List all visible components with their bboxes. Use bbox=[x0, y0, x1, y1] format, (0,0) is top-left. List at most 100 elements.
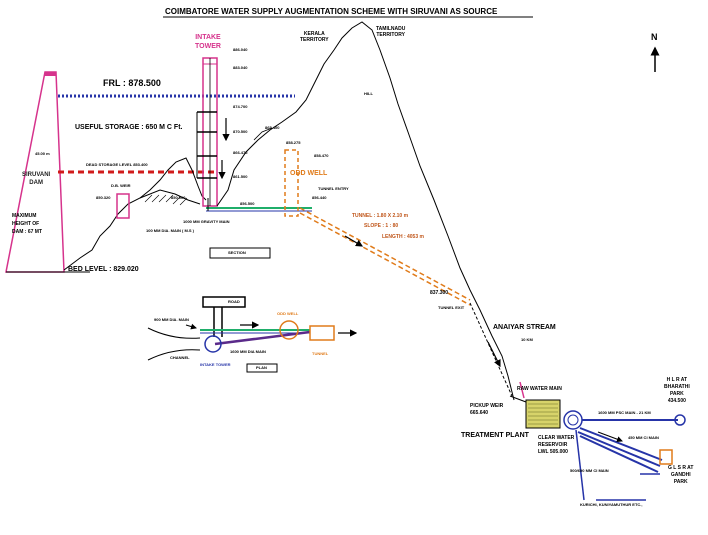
weir-level: 850.320 bbox=[96, 195, 111, 200]
level-856: 856.500 bbox=[240, 201, 255, 206]
hlr-circle bbox=[674, 414, 686, 426]
treatment-plant bbox=[525, 399, 561, 429]
odd-well-section bbox=[284, 149, 299, 217]
psc-main-label: 1600 MM PSC MAIN - 21 KM bbox=[598, 410, 651, 415]
plan-pipe-purple bbox=[214, 330, 311, 346]
plan-odd-well bbox=[279, 320, 299, 340]
clear-water-label: CLEAR WATER RESERVOIR LWL 505.000 bbox=[538, 436, 574, 455]
tunnel-exit-label: TUNNEL EXIT bbox=[438, 305, 465, 310]
hill-label: HILL bbox=[364, 91, 373, 96]
plan-dia-main2-label: 1600 MM DIA MAIN bbox=[230, 349, 266, 354]
dam-crest bbox=[45, 72, 56, 76]
intake-tower-line-2: TOWER bbox=[195, 43, 221, 50]
treatment-plant-lines bbox=[528, 403, 558, 425]
glsr-box bbox=[659, 449, 673, 465]
kerala-line-2: TERRITORY bbox=[300, 37, 329, 43]
glsr-line-3: PARK bbox=[673, 479, 688, 485]
plan-arrow-in bbox=[185, 323, 197, 330]
dead-storage-label: DEAD STORAGE LEVEL 853.400 bbox=[86, 162, 148, 167]
plan-channel-bottom bbox=[147, 349, 201, 361]
clear-water-reservoir bbox=[563, 410, 583, 430]
ci-main bbox=[579, 427, 663, 461]
db-weir bbox=[116, 193, 130, 219]
dam-label: SIRUVANI DAM bbox=[22, 172, 50, 186]
level-874: 874.700 bbox=[233, 104, 248, 109]
kurichi-main bbox=[575, 429, 585, 501]
hlr-line-3: PARK bbox=[669, 391, 684, 397]
level-856b: 856.440 bbox=[312, 195, 327, 200]
kerala-line-1: KERALA bbox=[303, 31, 325, 37]
dam-dim-label: 45.00 m bbox=[35, 151, 50, 156]
raw-water-label: RAW WATER MAIN bbox=[517, 386, 562, 392]
hlr-line-1: H L R AT bbox=[666, 377, 688, 383]
plan-tunnel-box bbox=[309, 325, 335, 341]
hatching bbox=[144, 194, 188, 206]
dam-line-1: SIRUVANI bbox=[22, 172, 51, 178]
level-861: 861.500 bbox=[233, 174, 248, 179]
ci-main-3 bbox=[579, 435, 659, 473]
clear-water-line-1: CLEAR WATER bbox=[538, 435, 575, 441]
raw-water-main bbox=[519, 381, 525, 399]
mountain-profile bbox=[216, 21, 515, 401]
useful-storage-label: USEFUL STORAGE : 650 M C Ft. bbox=[75, 124, 183, 131]
ci-main-label: 450 MM CI MAIN bbox=[628, 435, 659, 440]
pickup-weir-label: PICKUP WEIR 665.640 bbox=[470, 404, 503, 416]
level-858: 858.275 bbox=[286, 140, 301, 145]
odd-well-label: ODD WELL bbox=[290, 170, 328, 177]
plan-road-label: ROAD bbox=[228, 299, 240, 304]
plan-label-box bbox=[246, 363, 278, 373]
pickup-weir-line-2: 665.640 bbox=[470, 410, 489, 416]
anaiyar-label: ANAIYAR STREAM bbox=[493, 324, 556, 331]
mountain-detail bbox=[253, 127, 273, 141]
plan-label: PLAN bbox=[256, 365, 267, 370]
tunnel-flow-arrow bbox=[344, 235, 364, 247]
anaiyar-stream bbox=[469, 302, 513, 397]
level-870: 870.500 bbox=[233, 129, 248, 134]
level-865: 865.400 bbox=[265, 125, 280, 130]
level-886: 886.040 bbox=[233, 47, 248, 52]
plan-road bbox=[202, 296, 246, 308]
section-label-box bbox=[209, 247, 271, 259]
intake-tower-label: INTAKE TOWER bbox=[195, 34, 221, 50]
hlr-line-2: BHARATHI bbox=[664, 384, 690, 390]
plan-intake-label: INTAKE TOWER bbox=[200, 362, 231, 367]
ci-main-2 bbox=[577, 431, 661, 467]
slope-label: SLOPE : 1 : 80 bbox=[364, 223, 399, 229]
kerala-label: KERALA TERRITORY bbox=[300, 32, 329, 43]
max-height-label: MAXIMUM HEIGHT OF DAM : 67 MT bbox=[12, 214, 42, 235]
gravity-main-label: 1000 MM GRAVITY MAIN bbox=[183, 219, 230, 224]
max-height-line-3: DAM : 67 MT bbox=[12, 229, 42, 235]
weir-label: D.B. WEIR bbox=[111, 183, 131, 188]
length-label: LENGTH : 4053 m bbox=[382, 234, 424, 240]
frl-label: FRL : 878.500 bbox=[103, 78, 161, 88]
page-title: COIMBATORE WATER SUPPLY AUGMENTATION SCH… bbox=[165, 7, 498, 16]
bed-level-label: BED LEVEL : 829.020 bbox=[68, 266, 139, 273]
clear-water-line-3: LWL 505.000 bbox=[538, 449, 568, 455]
glsr-line-1: G L S R AT bbox=[668, 465, 694, 471]
intake-tower-line-1: INTAKE bbox=[195, 34, 221, 41]
tunnel-line-2 bbox=[299, 212, 471, 306]
level-883: 883.040 bbox=[233, 65, 248, 70]
glsr-line-2: GANDHI bbox=[670, 472, 691, 478]
max-height-line-1: MAXIMUM bbox=[12, 213, 37, 219]
kurichi-label: KURICHI, KUNIYAMUTHUR ETC., bbox=[580, 502, 643, 507]
level-837: 837.300 bbox=[430, 290, 449, 296]
hlr-label: H L R AT BHARATHI PARK 434.500 bbox=[664, 378, 690, 404]
section-label: SECTION bbox=[228, 250, 246, 255]
level-866: 866.475 bbox=[233, 150, 248, 155]
dam-line-2: DAM bbox=[29, 180, 43, 186]
tunnel-line bbox=[299, 207, 471, 301]
hlr-line-4: 434.500 bbox=[667, 398, 686, 404]
plan-intake-circle bbox=[204, 335, 222, 353]
glsr-label: G L S R AT GANDHI PARK bbox=[668, 466, 693, 485]
tamilnadu-line-2: TERRITORY bbox=[376, 32, 405, 38]
clear-water-line-2: RESERVOIR bbox=[538, 442, 568, 448]
max-height-line-2: HEIGHT OF bbox=[12, 221, 40, 227]
pickup-weir-line-1: PICKUP WEIR bbox=[470, 403, 504, 409]
treatment-plant-label: TREATMENT PLANT bbox=[461, 432, 529, 439]
plan-channel-top bbox=[147, 327, 201, 339]
dia-main-label: 100 MM DIA. MAIN ( M.S ) bbox=[146, 228, 195, 233]
plan-dia-main-label: 900 MM DIA. MAIN bbox=[154, 317, 189, 322]
north-label: N bbox=[651, 32, 658, 42]
